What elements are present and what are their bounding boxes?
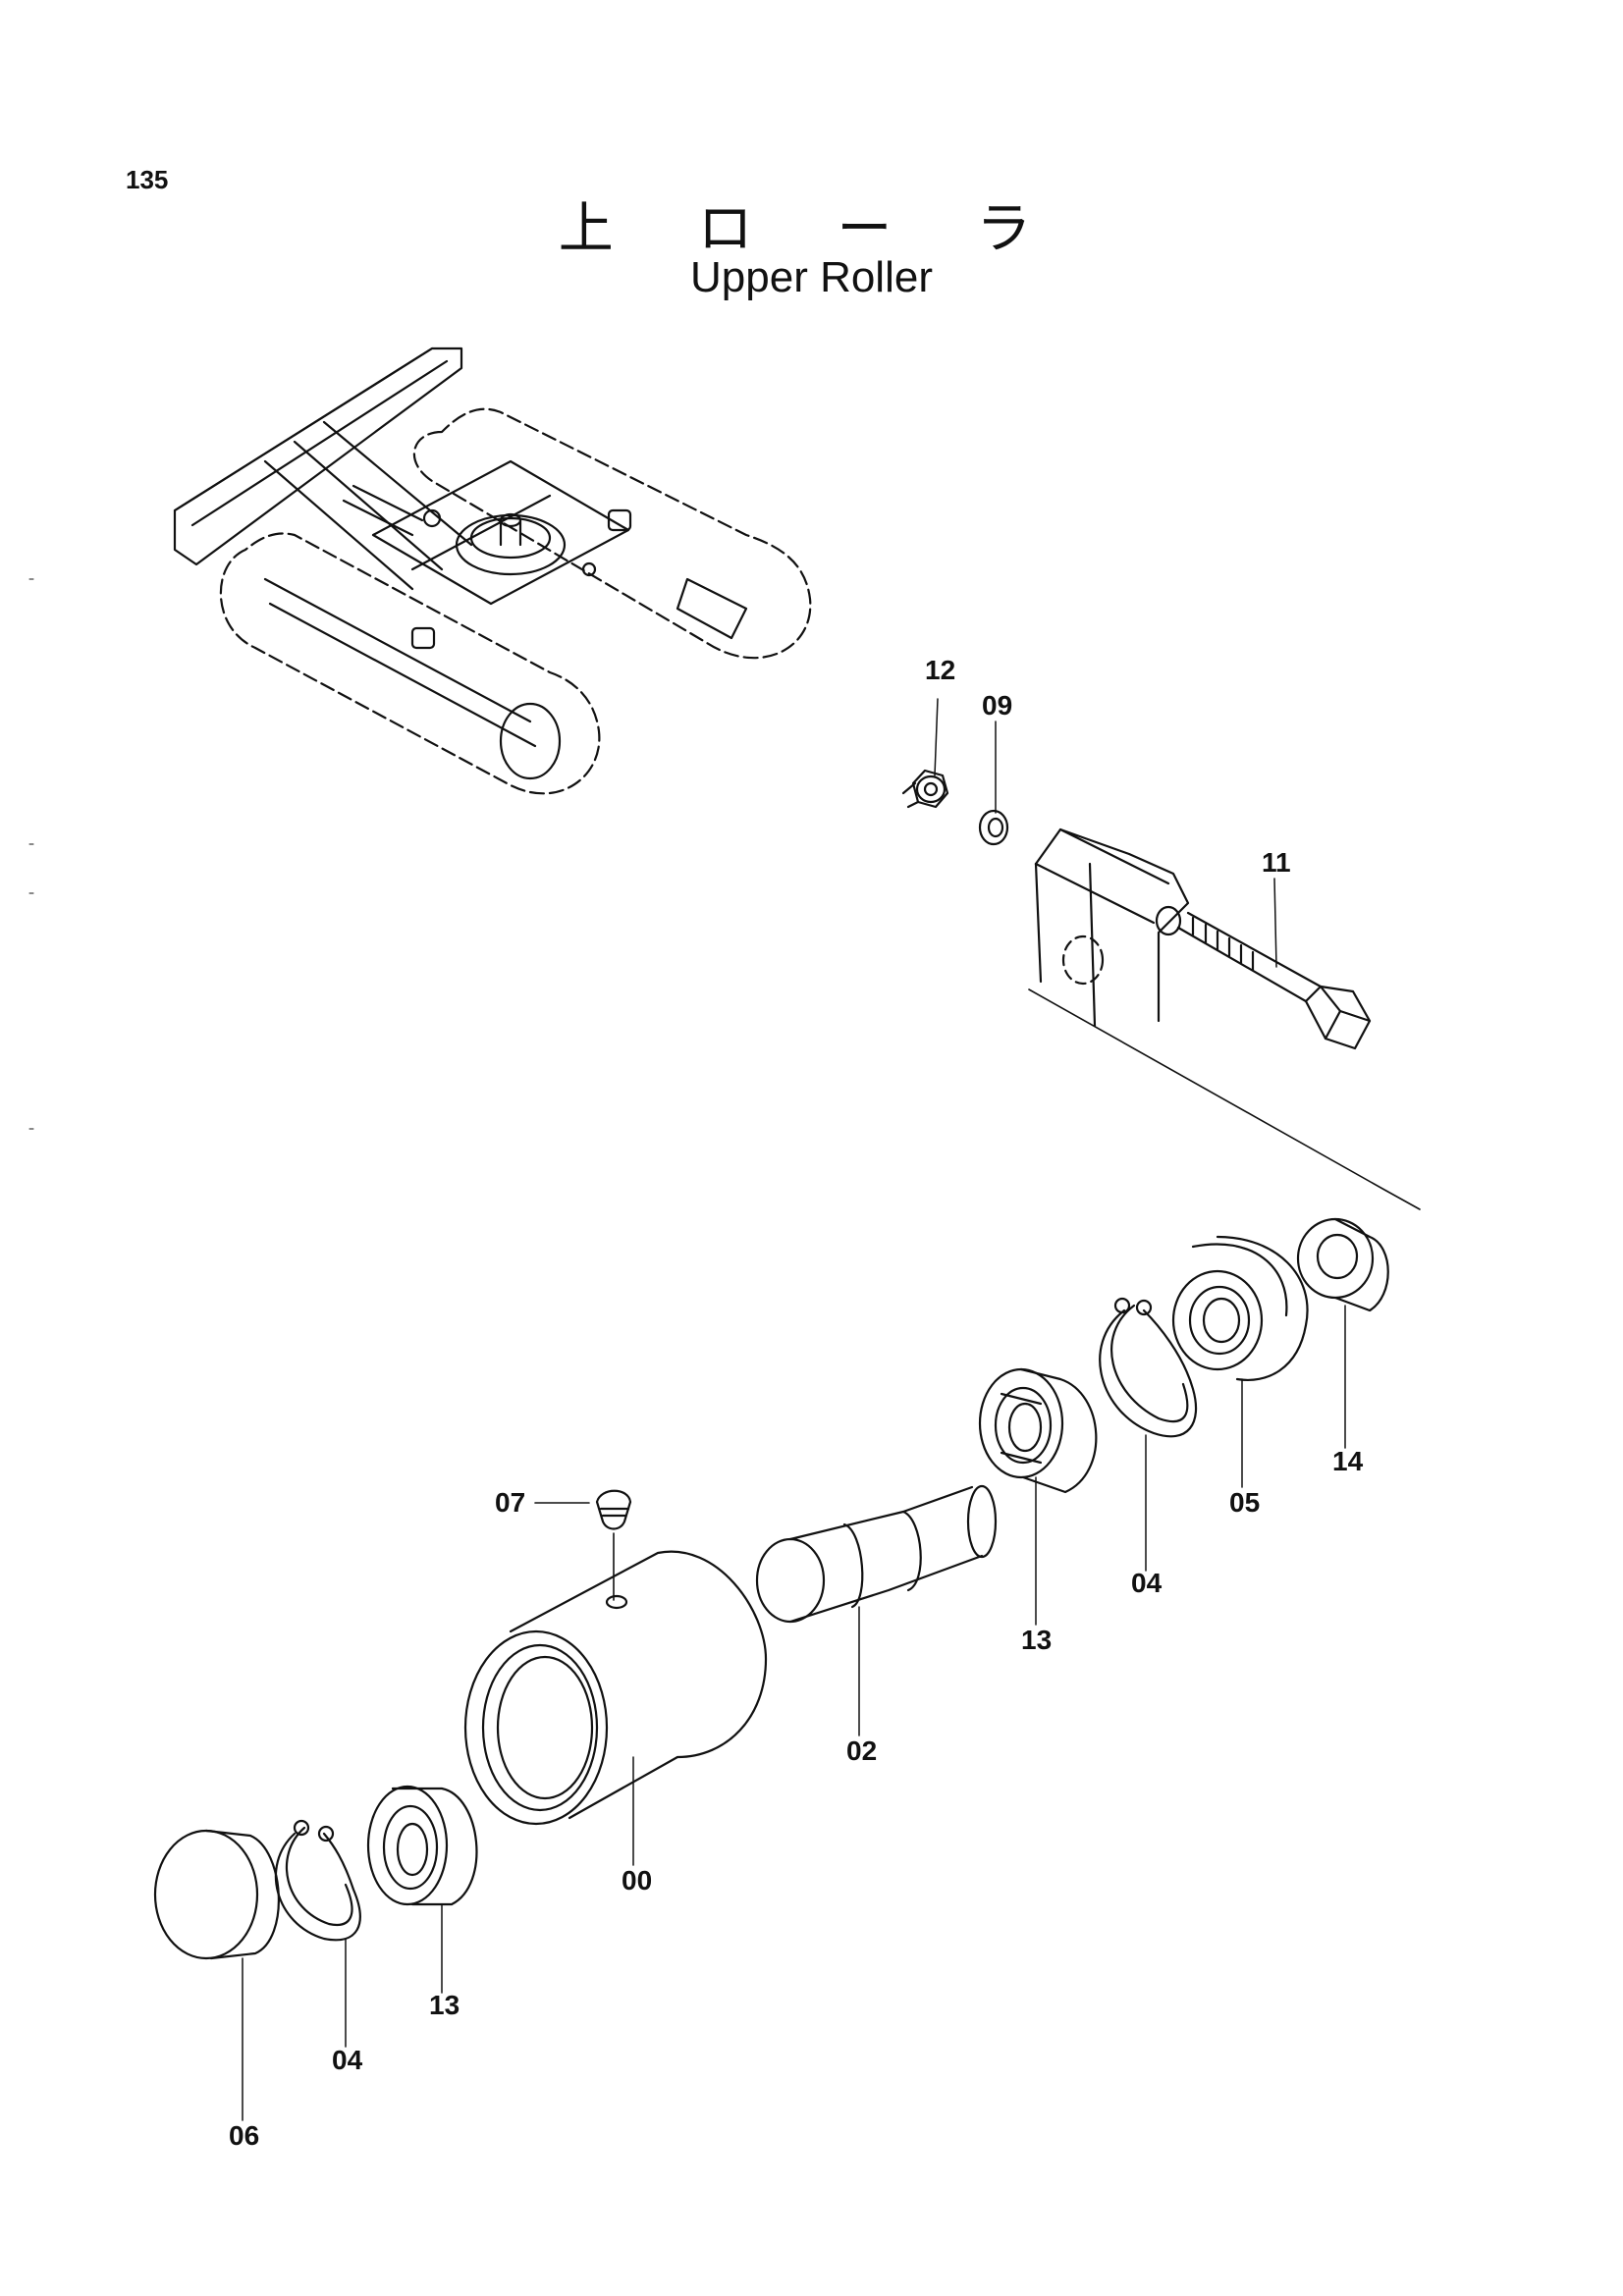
callout-07: 07: [495, 1487, 525, 1518]
callout-05: 05: [1229, 1487, 1260, 1518]
callout-13-lower: 13: [429, 1990, 460, 2020]
leader-lines: [242, 698, 1346, 2121]
callout-12: 12: [925, 655, 955, 685]
grease-plug-part-07: [534, 1489, 632, 1601]
undercarriage-overview: [173, 347, 812, 795]
washer-part-09: [978, 809, 1009, 846]
callout-labels: 12 09 11 14 05 04 13 07 02 00 13 04 06: [229, 655, 1364, 2151]
callout-14: 14: [1332, 1446, 1364, 1476]
collar-part-14: [1296, 1217, 1389, 1312]
cover-part-06: [153, 1829, 280, 1960]
callout-04-upper: 04: [1131, 1568, 1163, 1598]
callout-09: 09: [982, 690, 1012, 721]
roller-body-part-00: [463, 1550, 768, 1826]
page-title-english: Upper Roller: [690, 253, 933, 301]
callout-00: 00: [622, 1865, 652, 1896]
shaft-part-02: [755, 1484, 998, 1624]
seal-part-05: [1171, 1235, 1309, 1381]
callout-11: 11: [1262, 847, 1291, 878]
nut-part-12: [901, 769, 949, 809]
margin-marks: [28, 578, 34, 1130]
snap-ring-part-04-lower: [274, 1819, 361, 1942]
bearing-part-13-upper: [978, 1367, 1098, 1494]
callout-04-lower: 04: [332, 2045, 363, 2075]
bearing-part-13-lower: [366, 1785, 478, 1906]
snap-ring-part-04-upper: [1099, 1297, 1198, 1438]
page-title-japanese: 上 ロ ー ラ: [558, 197, 1065, 261]
callout-13-upper: 13: [1021, 1625, 1052, 1655]
bracket-and-bolt-part-11: [1028, 828, 1421, 1210]
callout-02: 02: [846, 1735, 877, 1766]
callout-06: 06: [229, 2120, 259, 2151]
page-number: 135: [126, 165, 169, 194]
